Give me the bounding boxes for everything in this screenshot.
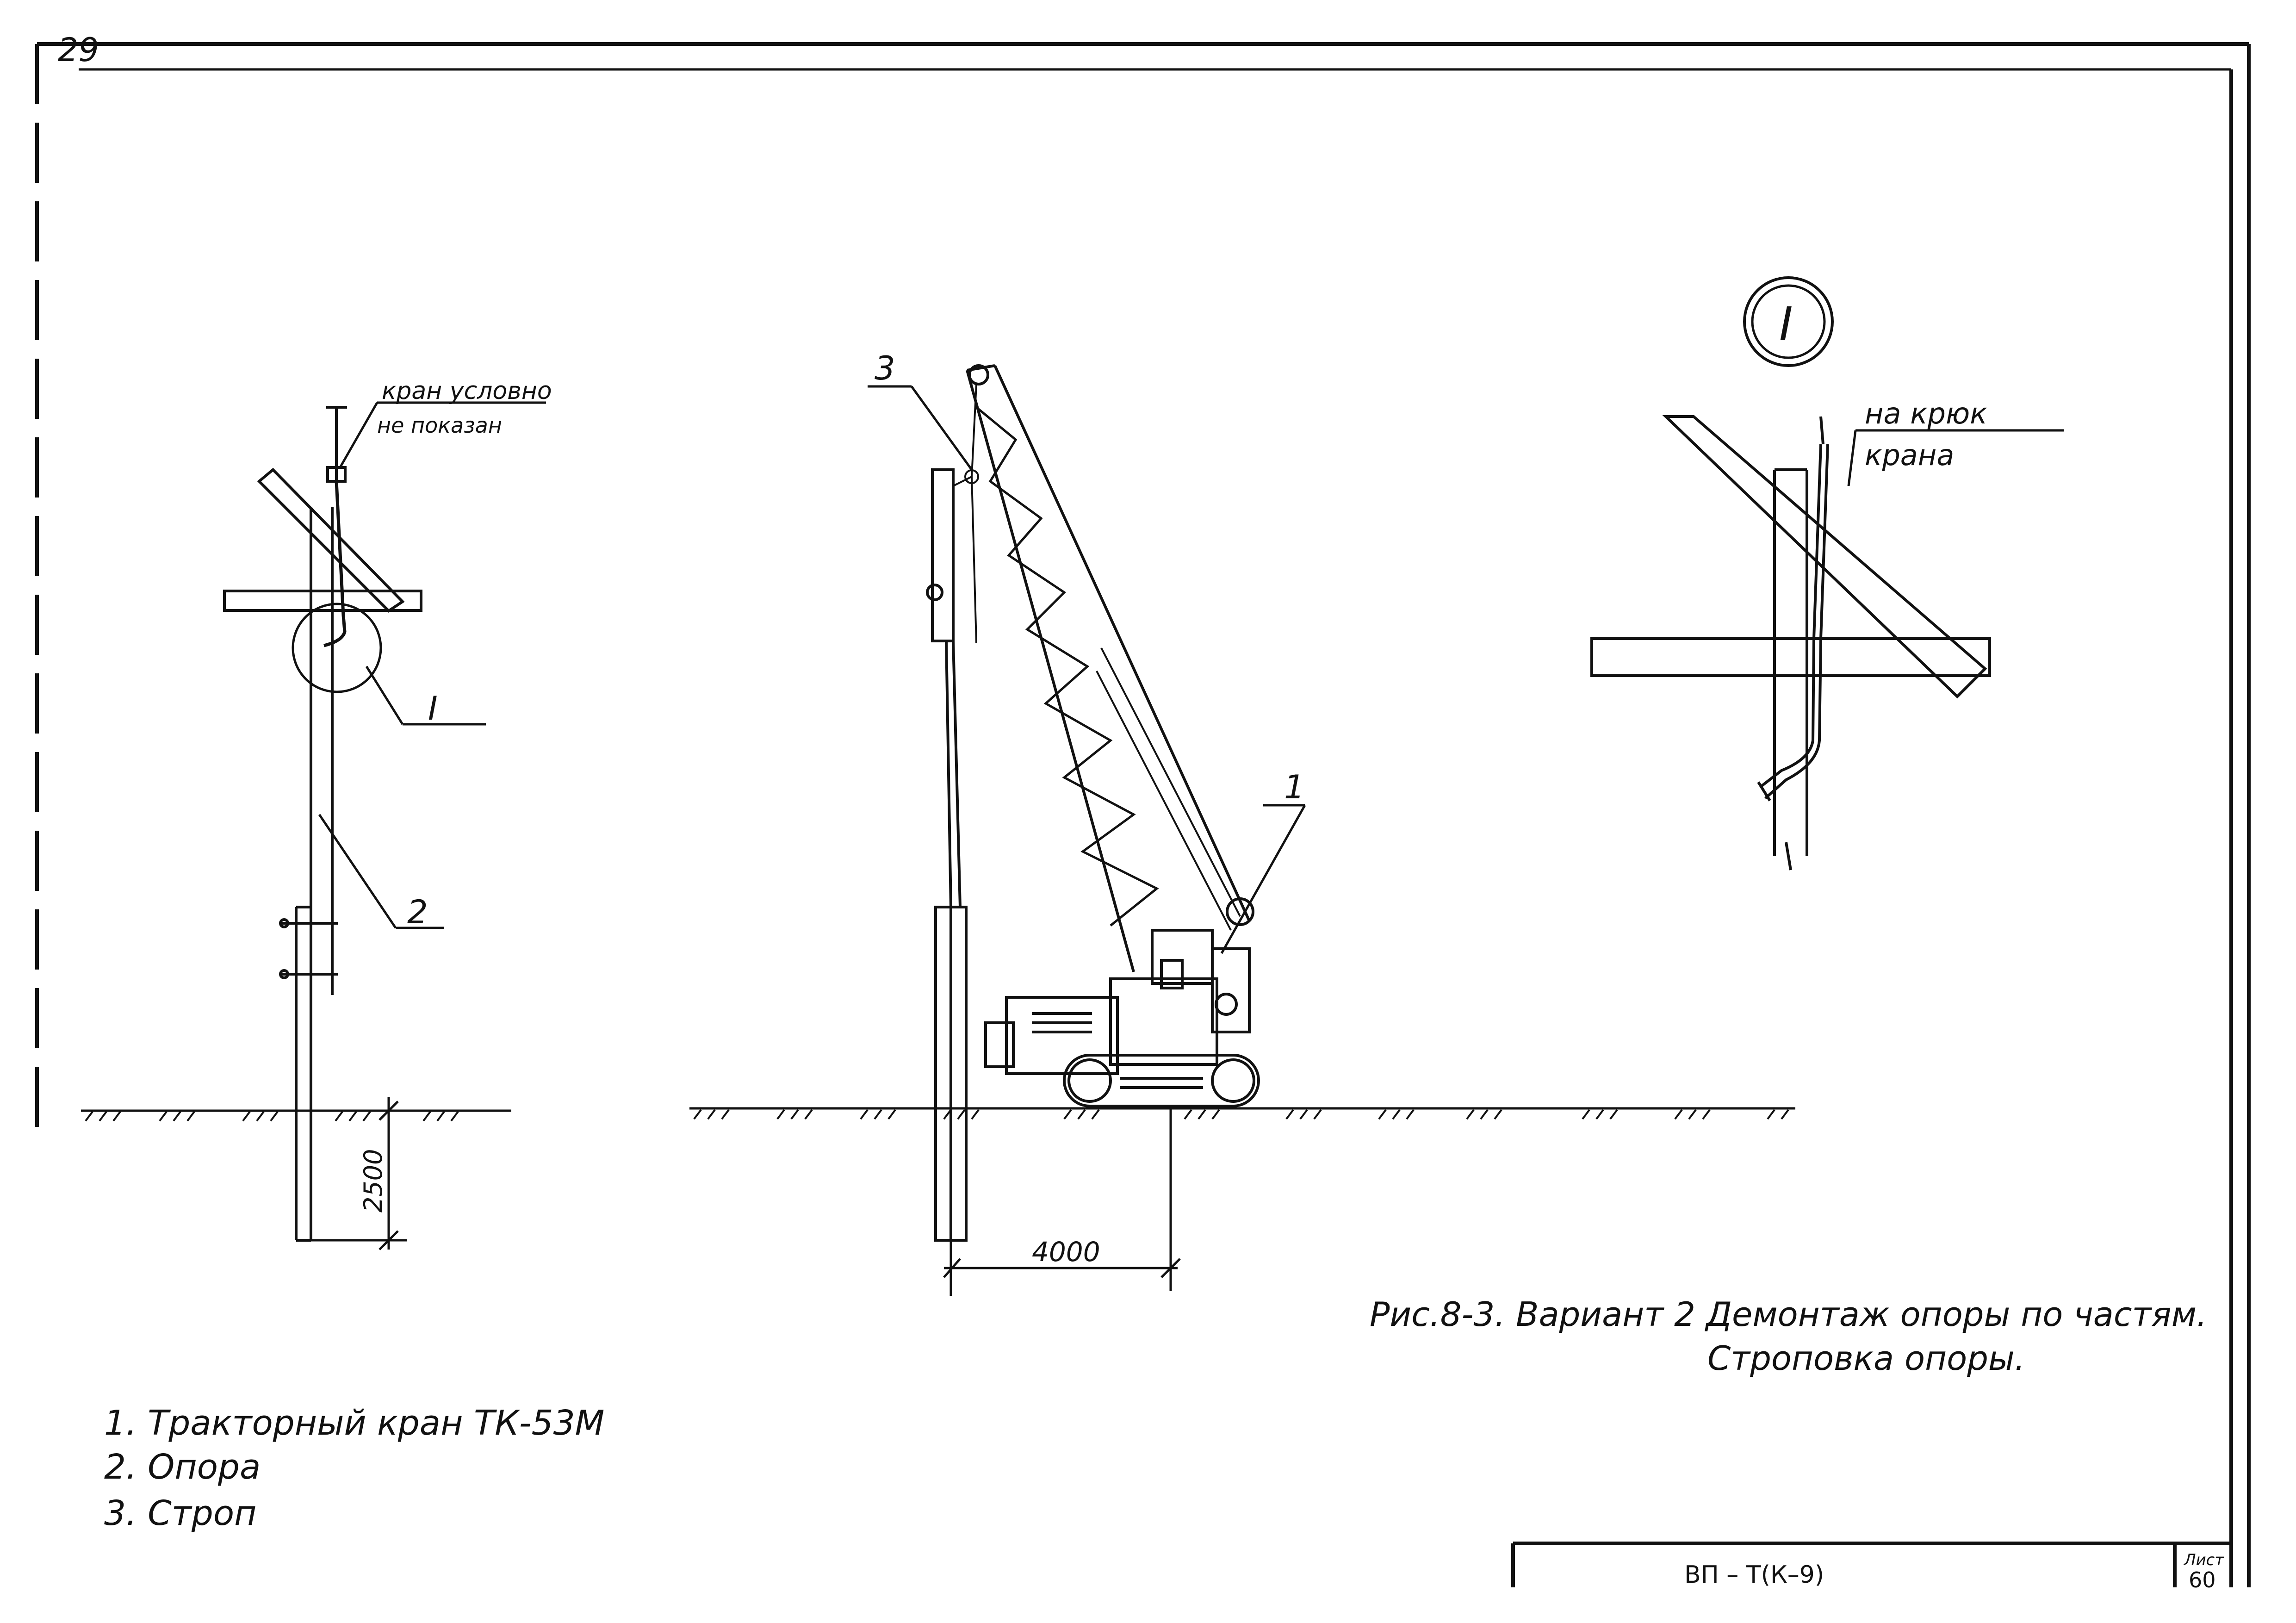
- legend: 1. Тракторный кран ТК-53М 2. Опора 3. Ст…: [104, 1403, 605, 1533]
- crane-tracks: [1063, 1054, 1260, 1107]
- leaders-left: [318, 401, 546, 929]
- legend-item: 1. Тракторный кран ТК-53М: [104, 1403, 605, 1443]
- pole-clamps-left: [279, 918, 338, 979]
- crane-ropes: [953, 384, 1241, 931]
- detail-view: I на крюк крана: [1590, 276, 2064, 871]
- detail-mark-outer: [1743, 276, 1834, 367]
- pole-middle: [926, 468, 968, 1242]
- middle-view: 3 1 4000: [689, 349, 1795, 1296]
- dim-depth: [311, 1097, 407, 1250]
- sling-detail: [1757, 416, 1829, 802]
- note-on-hook-line1: на крюк: [1865, 397, 1987, 430]
- ground-line-middle: [689, 1107, 1795, 1120]
- stamp-code: ВП – Т(К–9): [1684, 1561, 1824, 1589]
- crossarm-inclined-left: [257, 467, 405, 613]
- callout-pole: 2: [407, 893, 428, 931]
- sling-left: [323, 481, 347, 647]
- left-view: кран условно не показан I 2 2500: [81, 377, 552, 1250]
- note-crane-not-shown-line2: не показан: [377, 413, 502, 438]
- legend-item: 2. Опора: [104, 1447, 261, 1487]
- title-block: [1511, 1542, 2231, 1587]
- dim-distance-value: 4000: [1032, 1236, 1100, 1268]
- note-on-hook-line2: крана: [1865, 438, 1954, 472]
- leaders-middle: [868, 385, 1306, 954]
- crane-body: [984, 897, 1254, 1075]
- legend-item: 3. Строп: [104, 1493, 257, 1533]
- pole-detail: [1773, 468, 1808, 871]
- callout-sling: 3: [875, 349, 895, 387]
- dim-depth-value: 2500: [359, 1149, 388, 1213]
- sheet-number: 60: [2189, 1567, 2216, 1592]
- crossarm-horizontal-detail: [1590, 637, 1991, 677]
- figure-caption-line2: Строповка опоры.: [1707, 1339, 2025, 1378]
- crossarm-horizontal-left: [223, 590, 422, 612]
- corner-mark: 29: [58, 31, 99, 69]
- detail-mark-label: I: [1779, 297, 1793, 351]
- sheet-label: Лист: [2183, 1551, 2224, 1569]
- note-crane-not-shown-line1: кран условно: [382, 377, 552, 405]
- hook-rod-left: [326, 406, 347, 483]
- leader-detail: [1847, 429, 2064, 486]
- ground-line-left: [81, 1109, 511, 1122]
- figure-caption-line1: Рис.8-3. Вариант 2 Демонтаж опоры по час…: [1370, 1295, 2207, 1334]
- crossarm-inclined-detail: [1662, 415, 1987, 699]
- detail-circle-left: [292, 603, 382, 693]
- detail-mark-inner: [1751, 284, 1826, 359]
- callout-detail-left: I: [428, 690, 438, 728]
- sheet-frame: [35, 42, 2251, 1587]
- crane-boom: [966, 364, 1251, 972]
- pole-left: [295, 507, 334, 1242]
- callout-crane: 1: [1284, 768, 1305, 806]
- dim-distance: [943, 1108, 1181, 1296]
